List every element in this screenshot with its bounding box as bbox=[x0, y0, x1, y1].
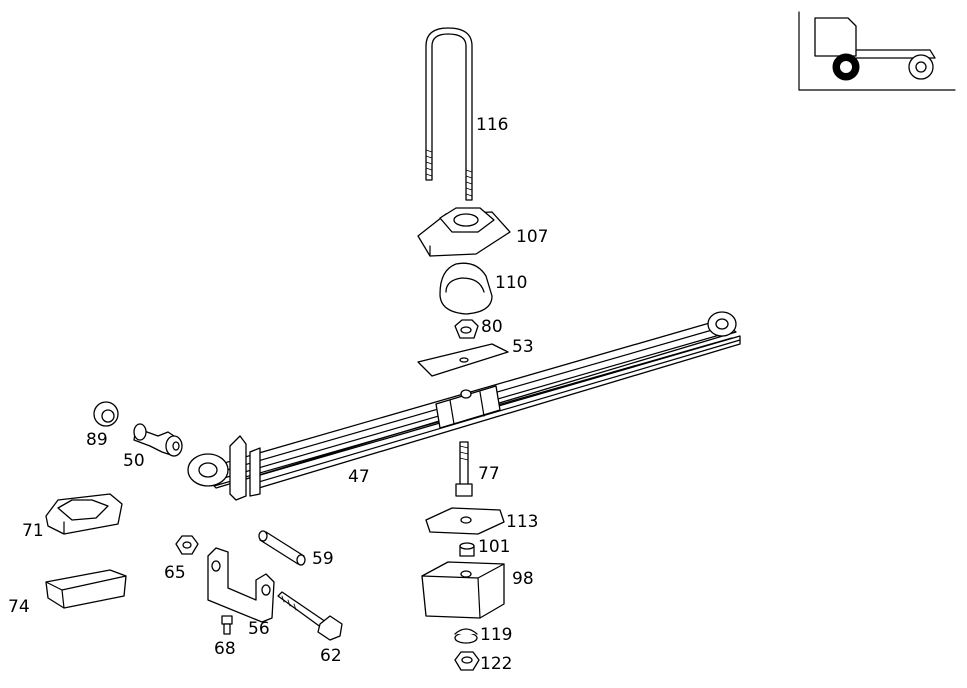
spring-pin-50 bbox=[133, 423, 183, 457]
callout-53: 53 bbox=[512, 337, 534, 357]
callout-119: 119 bbox=[480, 625, 512, 645]
pad-74 bbox=[45, 569, 127, 609]
callout-74: 74 bbox=[8, 597, 30, 617]
clamp-plate-107 bbox=[417, 207, 511, 257]
callout-80: 80 bbox=[481, 317, 503, 337]
bushing-89 bbox=[93, 401, 119, 427]
pin-59 bbox=[258, 530, 306, 566]
callout-71: 71 bbox=[22, 521, 44, 541]
shim-plate-53 bbox=[417, 343, 509, 377]
callout-59: 59 bbox=[312, 549, 334, 569]
callout-65: 65 bbox=[164, 563, 186, 583]
callout-101: 101 bbox=[478, 537, 510, 557]
callout-62: 62 bbox=[320, 646, 342, 666]
lower-plate-113 bbox=[425, 507, 505, 535]
callout-89: 89 bbox=[86, 430, 108, 450]
callout-56: 56 bbox=[248, 619, 270, 639]
stud-68 bbox=[221, 615, 233, 635]
callout-50: 50 bbox=[123, 451, 145, 471]
leaf-spring-47 bbox=[187, 311, 741, 501]
bump-stop-110 bbox=[439, 262, 493, 315]
spacer-101 bbox=[459, 542, 475, 557]
nut-122 bbox=[454, 651, 480, 671]
bolt-62 bbox=[277, 591, 343, 641]
u-bolt-116 bbox=[425, 27, 473, 201]
rubber-pad-71 bbox=[45, 493, 123, 535]
spring-block-98 bbox=[421, 561, 505, 619]
nut-65 bbox=[175, 535, 199, 555]
washer-119 bbox=[454, 628, 478, 644]
callout-107: 107 bbox=[516, 227, 548, 247]
callout-68: 68 bbox=[214, 639, 236, 659]
callout-122: 122 bbox=[480, 654, 512, 674]
callout-77: 77 bbox=[478, 464, 500, 484]
center-bolt-77 bbox=[455, 441, 473, 497]
callout-116: 116 bbox=[476, 115, 508, 135]
callout-98: 98 bbox=[512, 569, 534, 589]
callout-113: 113 bbox=[506, 512, 538, 532]
bracket-56 bbox=[207, 547, 275, 623]
nut-80 bbox=[454, 319, 479, 339]
callout-47: 47 bbox=[348, 467, 370, 487]
callout-110: 110 bbox=[495, 273, 527, 293]
truck-front-axle-icon bbox=[798, 11, 956, 91]
